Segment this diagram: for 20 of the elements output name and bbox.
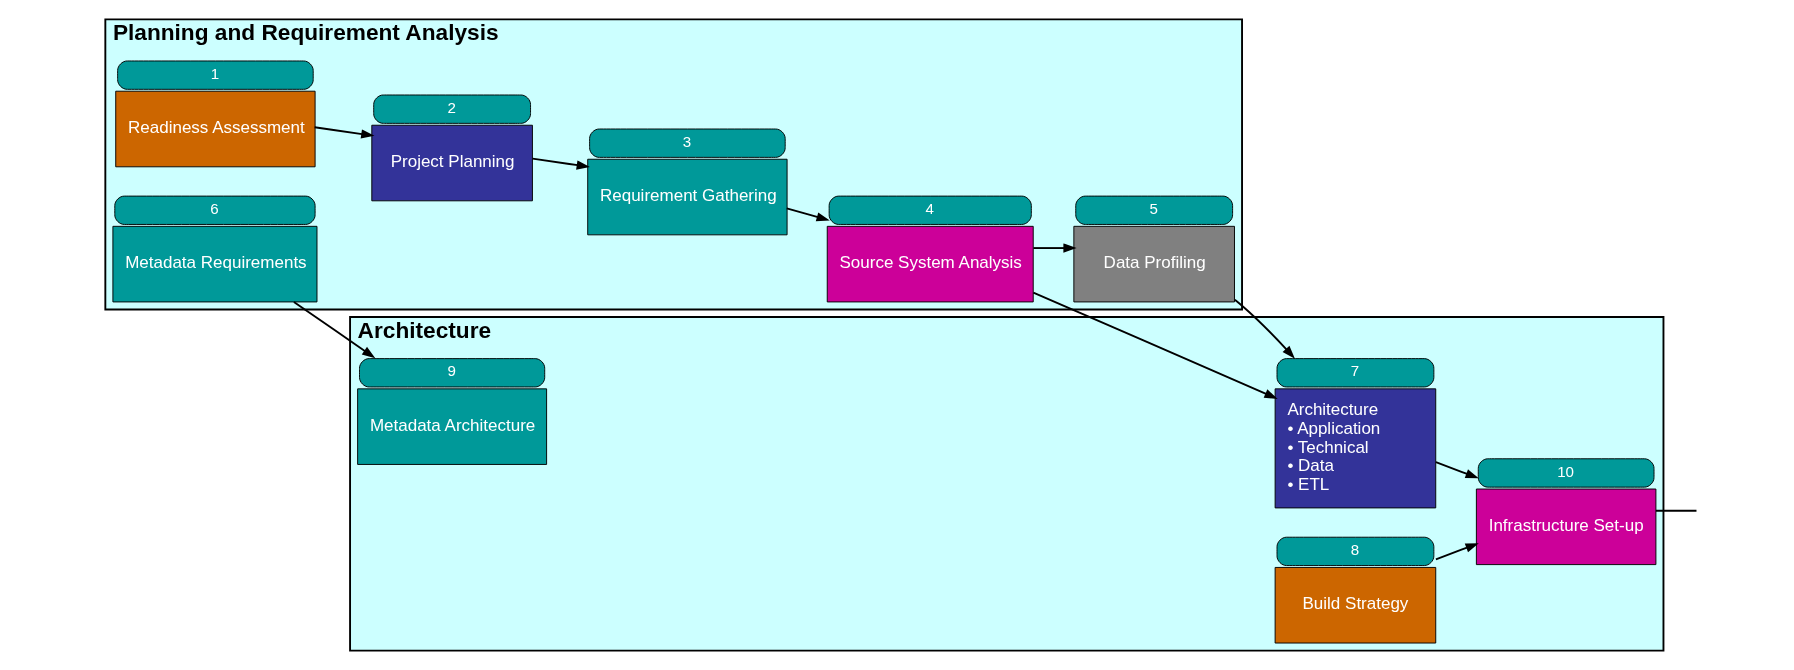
node-label: 5: [1148, 199, 1158, 217]
node-label: 2: [446, 98, 456, 116]
arrow: [292, 301, 375, 359]
arrow: [1434, 543, 1479, 561]
arrow: [1233, 298, 1295, 359]
node-label: 6: [209, 199, 219, 217]
node-label: 7: [1350, 362, 1359, 380]
arrow: [313, 126, 374, 139]
arrow: [1031, 291, 1278, 399]
node-label: 8: [1350, 540, 1359, 558]
node-label: 10: [1556, 462, 1574, 480]
connector: [1654, 509, 1697, 512]
arrow: [1031, 243, 1077, 253]
node-label: 1: [210, 64, 219, 82]
node-label: 4: [925, 199, 934, 217]
node-label: 9: [446, 362, 456, 380]
node-label: 3: [682, 132, 691, 150]
arrow: [785, 207, 830, 222]
arrow: [531, 157, 590, 170]
arrow: [1434, 461, 1479, 479]
